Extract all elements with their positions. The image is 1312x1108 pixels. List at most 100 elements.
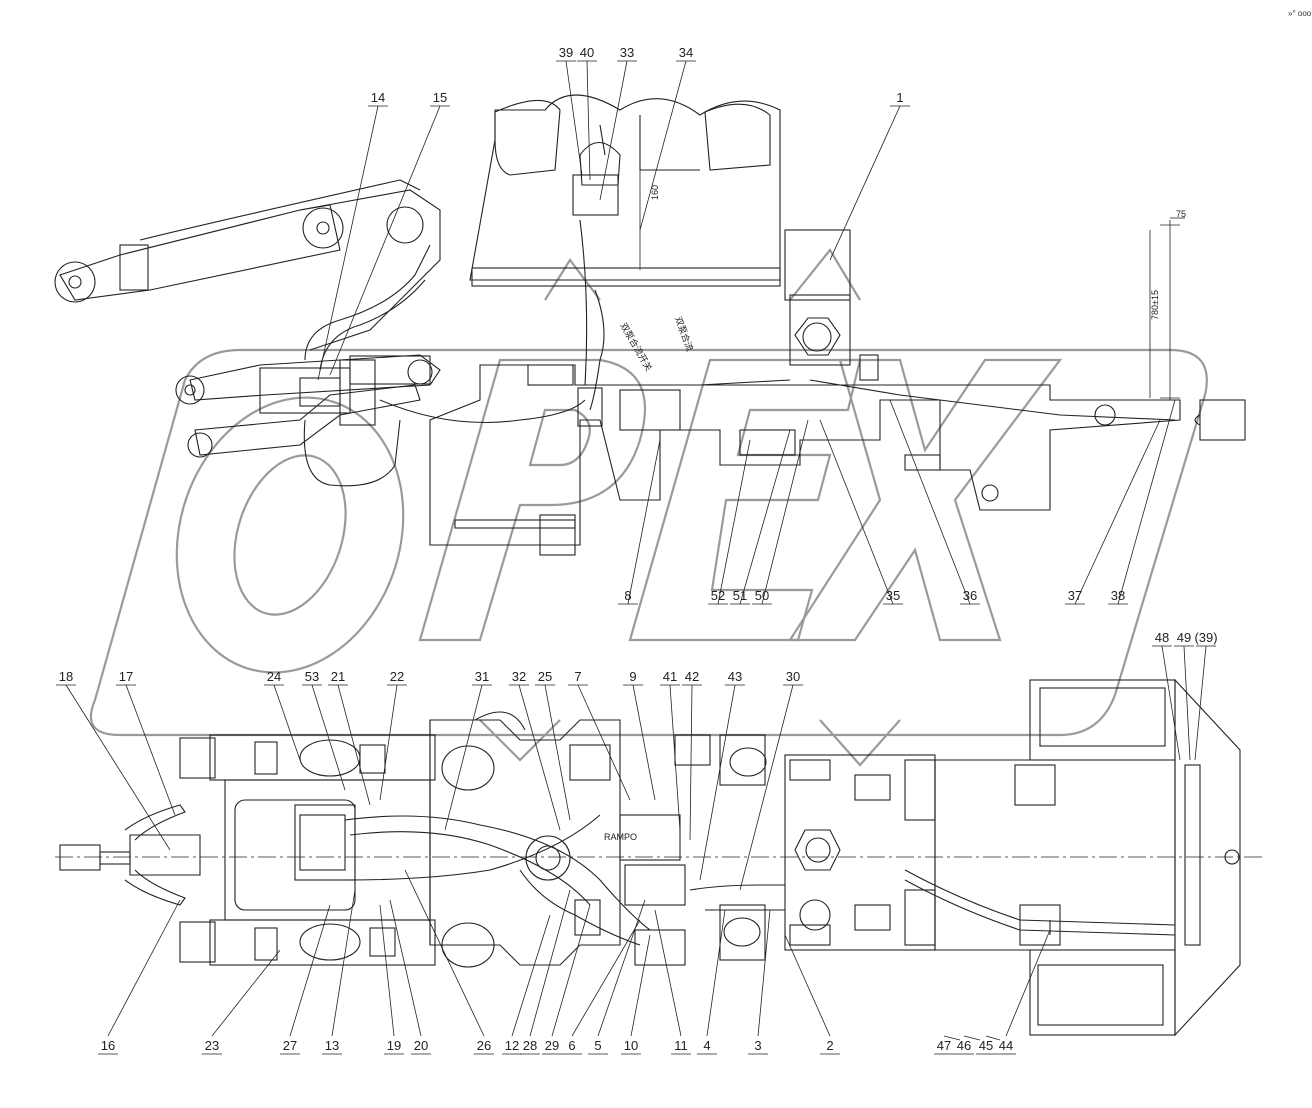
plan-lower-callout-16: 16: [101, 1038, 115, 1053]
plan-upper-leader-25: [544, 684, 571, 821]
plan-upper-callout-25: 25: [538, 669, 552, 684]
plan-lower-callout-29: 29: [545, 1038, 559, 1053]
top-callout-35: 35: [886, 588, 900, 603]
plan-lower-leader-13: [331, 889, 356, 1037]
plan-upper-leader-30: [739, 684, 794, 891]
plan-lower-callout-28: 28: [523, 1038, 537, 1053]
plan-lower-callout-10: 10: [624, 1038, 638, 1053]
plan-upper-leader-39: [1194, 645, 1207, 761]
plan-upper-leader-53: [311, 684, 346, 791]
top-callout-15: 15: [433, 90, 447, 105]
top-leader-37: [1074, 419, 1161, 605]
top-callout-38: 38: [1111, 588, 1125, 603]
corner-mark: »° ooo: [1288, 9, 1312, 18]
plan-lower-callout-45: 45: [979, 1038, 993, 1053]
top-callout-8: 8: [624, 588, 631, 603]
plan-lower-callout-13: 13: [325, 1038, 339, 1053]
plan-upper-leader-42: [689, 684, 693, 841]
plan-lower-leader-28: [529, 889, 571, 1037]
plan-lower-callout-44: 44: [999, 1038, 1013, 1053]
plan-lower-leader-47: [943, 1035, 961, 1041]
top-leader-35: [819, 419, 894, 605]
plan-lower-callout-4: 4: [703, 1038, 710, 1053]
plan-upper-leader-49: [1183, 645, 1191, 761]
watermark-text: OPEX: [1275, 1090, 1300, 1100]
plan-upper-callout-32: 32: [512, 669, 526, 684]
top-dimensions: [639, 120, 1185, 400]
plan-lower-callout-6: 6: [568, 1038, 575, 1053]
top-leader-40: [586, 60, 591, 181]
pump-stamp: RAMPO: [604, 832, 637, 842]
plan-upper-leader-43: [699, 684, 736, 881]
plan-lower-leader-29: [551, 904, 591, 1037]
plan-lower-leader-44: [1005, 929, 1051, 1037]
plan-lower-callout-23: 23: [205, 1038, 219, 1053]
plan-upper-leader-24: [273, 684, 301, 761]
top-leader-39: [565, 60, 583, 176]
plan-upper-leader-31: [444, 684, 483, 831]
plan-upper-leader-9: [632, 684, 656, 801]
plan-lower-leader-12: [511, 914, 551, 1037]
plan-lower-leader-46: [963, 1035, 981, 1041]
plan-upper-callout-24: 24: [267, 669, 281, 684]
plan-upper-callout-43: 43: [728, 669, 742, 684]
plan-lower-callout-20: 20: [414, 1038, 428, 1053]
plan-upper-callout-22: 22: [390, 669, 404, 684]
top-leader-33: [599, 60, 628, 201]
plan-lower-leader-27: [289, 904, 331, 1037]
plan-upper-callout-48: 48: [1155, 630, 1169, 645]
plan-upper-callout-42: 42: [685, 669, 699, 684]
plan-lower-callout-46: 46: [957, 1038, 971, 1053]
plan-lower-leader-45: [985, 1035, 1001, 1041]
top-leader-38: [1117, 399, 1176, 605]
plan-lower-leader-16: [107, 899, 181, 1037]
plan-upper-callout-31: 31: [475, 669, 489, 684]
top-leader-51: [739, 429, 791, 605]
plan-lower-callout-5: 5: [594, 1038, 601, 1053]
plan-view-assembly: [55, 678, 1265, 1037]
top-leader-34: [639, 60, 687, 231]
plan-upper-leader-41: [669, 684, 681, 831]
top-leader-8: [627, 439, 661, 605]
plan-upper-callout-17: 17: [119, 669, 133, 684]
plan-lower-leader-6: [571, 919, 641, 1037]
top-leader-52: [717, 439, 751, 605]
plan-upper-callout-18: 18: [59, 669, 73, 684]
top-callout-14: 14: [371, 90, 385, 105]
dim-width-label: 75: [1176, 209, 1186, 219]
plan-upper-leader-22: [379, 684, 398, 801]
dim-vertical-label: 160: [650, 185, 660, 200]
plan-lower-leader-2: [784, 934, 831, 1037]
top-leader-50: [761, 419, 809, 605]
plan-lower-callout-2: 2: [826, 1038, 833, 1053]
plan-upper-callout-30: 30: [786, 669, 800, 684]
plan-lower-leader-3: [757, 909, 771, 1037]
plan-lower-callout-26: 26: [477, 1038, 491, 1053]
plan-upper-leader-21: [337, 684, 371, 806]
top-callout-36: 36: [963, 588, 977, 603]
plan-lower-leader-10: [630, 934, 651, 1037]
top-callout-33: 33: [620, 45, 634, 60]
plan-upper-callout-49: 49: [1177, 630, 1191, 645]
plan-upper-leader-32: [518, 684, 561, 831]
plan-upper-callout-9: 9: [629, 669, 636, 684]
plan-upper-callout-41: 41: [663, 669, 677, 684]
dim-height-label: 780±15: [1150, 290, 1160, 320]
top-leader-36: [889, 399, 971, 605]
plan-upper-callout-7: 7: [574, 669, 581, 684]
top-callout-34: 34: [679, 45, 693, 60]
callout-leaders: [56, 60, 1216, 1055]
top-callout-39: 39: [559, 45, 573, 60]
plan-lower-leader-26: [404, 869, 485, 1037]
plan-lower-callout-19: 19: [387, 1038, 401, 1053]
plan-lower-callout-47: 47: [937, 1038, 951, 1053]
top-leader-15: [329, 105, 441, 376]
plan-upper-leader-48: [1161, 645, 1181, 761]
plan-lower-callout-12: 12: [505, 1038, 519, 1053]
plan-upper-leader-18: [65, 684, 171, 851]
top-callout-52: 52: [711, 588, 725, 603]
top-callout-37: 37: [1068, 588, 1082, 603]
